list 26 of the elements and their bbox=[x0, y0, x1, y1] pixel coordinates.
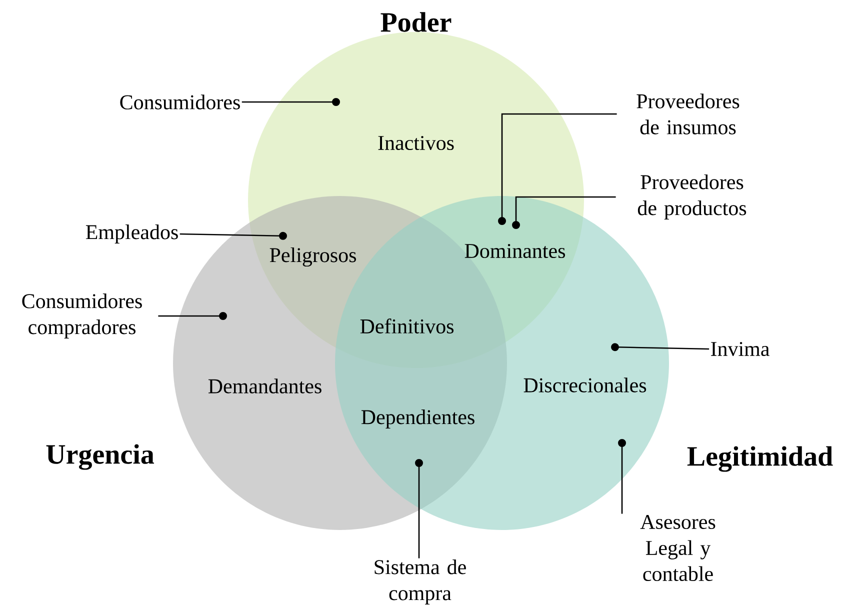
callout-label: Empleados bbox=[86, 224, 178, 244]
region-label: Dominantes bbox=[464, 244, 565, 258]
leader-line bbox=[512, 196, 616, 229]
leader-line bbox=[242, 98, 340, 106]
region-label: Demandantes bbox=[208, 378, 322, 394]
circle-heading: Poder bbox=[380, 12, 452, 32]
region-label: Peligrosos bbox=[270, 247, 356, 267]
region-label: Inactivos bbox=[378, 136, 454, 150]
callout-label: Proveedores de insumos bbox=[636, 94, 740, 134]
leader-line bbox=[618, 439, 626, 514]
region-label: Discrecionales bbox=[524, 378, 646, 392]
leader-line bbox=[158, 312, 227, 320]
callout-label: Consumidores bbox=[120, 94, 240, 110]
callout-label: Consumidores compradores bbox=[22, 293, 142, 339]
region-label: Definitivos bbox=[360, 318, 454, 334]
leader-line bbox=[498, 113, 617, 225]
region-label: Dependientes bbox=[361, 409, 474, 429]
leader-line bbox=[415, 459, 423, 558]
callout-label: Proveedores de productos bbox=[638, 174, 746, 220]
circle-heading: Legitimidad bbox=[687, 446, 833, 472]
callout-label: Sistema de compra bbox=[374, 560, 466, 605]
callout-label: Asesores Legal y contable bbox=[640, 514, 716, 582]
leader-line bbox=[611, 343, 710, 352]
leader-line bbox=[180, 232, 287, 240]
circle-heading: Urgencia bbox=[46, 444, 154, 470]
callout-label: Invima bbox=[711, 342, 770, 356]
